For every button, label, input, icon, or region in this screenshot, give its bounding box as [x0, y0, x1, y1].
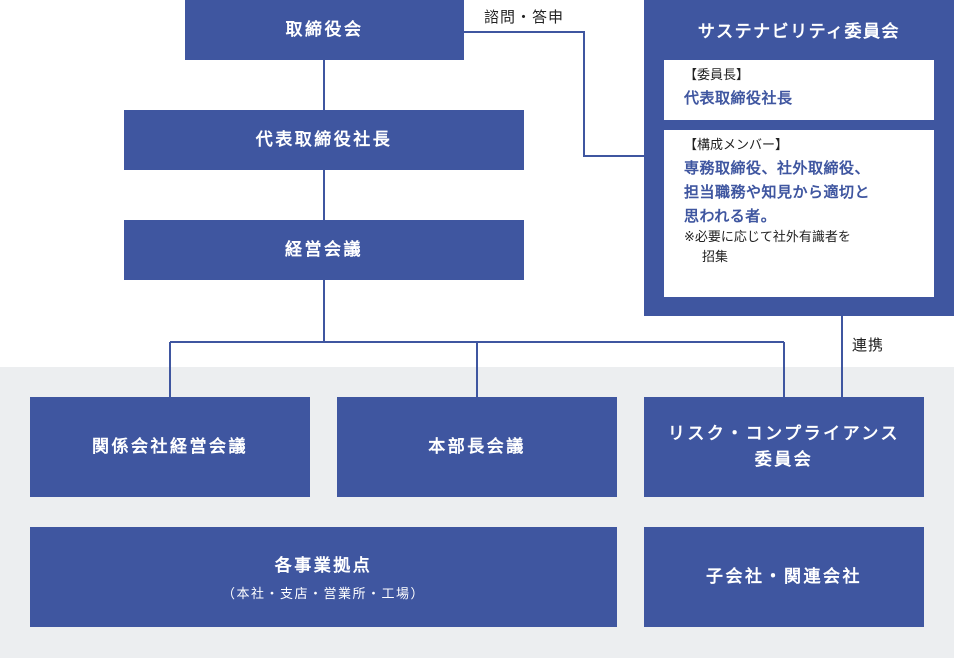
business-sites-sublabel: （本社・支店・営業所・工場） — [221, 586, 425, 602]
members-line-3: 思われる者。 — [684, 207, 777, 225]
members-heading: 【構成メンバー】 — [684, 138, 789, 153]
board-of-directors-box: 取締役会 — [185, 0, 464, 60]
management-meeting-box: 経営会議 — [124, 220, 524, 280]
affiliate-meeting-box: 関係会社経営会議 — [30, 397, 310, 497]
board-of-directors-label: 取締役会 — [285, 20, 364, 40]
members-line-2: 担当職務や知見から適切と — [684, 183, 871, 201]
risk-compliance-label-line-2: 委員会 — [754, 450, 814, 470]
consult-line — [464, 31, 644, 157]
sustainability-committee-title: サステナビリティ委員会 — [697, 22, 901, 42]
business-sites-box: 各事業拠点 （本社・支店・営業所・工場） — [30, 527, 617, 627]
division-heads-meeting-box: 本部長会議 — [337, 397, 617, 497]
chair-name: 代表取締役社長 — [684, 89, 793, 107]
affiliate-meeting-label: 関係会社経営会議 — [92, 437, 248, 457]
subsidiaries-box: 子会社・関連会社 — [644, 527, 924, 627]
president-box: 代表取締役社長 — [124, 110, 524, 170]
members-note-line-2: 招集 — [702, 250, 729, 265]
chair-heading: 【委員長】 — [684, 68, 750, 83]
division-heads-meeting-label: 本部長会議 — [428, 437, 526, 457]
sustainability-committee-box: サステナビリティ委員会 【委員長】 代表取締役社長 【構成メンバー】 専務取締役… — [644, 0, 954, 316]
members-panel: 【構成メンバー】 専務取締役、社外取締役、 担当職務や知見から適切と 思われる者… — [664, 130, 934, 297]
members-line-1: 専務取締役、社外取締役、 — [684, 159, 871, 177]
members-note-line-1: ※必要に応じて社外有識者を — [684, 230, 851, 245]
liaison-label: 連携 — [852, 336, 885, 354]
chair-panel: 【委員長】 代表取締役社長 — [664, 60, 934, 120]
risk-compliance-committee-box: リスク・コンプライアンス 委員会 — [644, 397, 924, 497]
management-meeting-label: 経営会議 — [285, 240, 363, 260]
business-sites-label: 各事業拠点 — [274, 555, 373, 576]
consult-label: 諮問・答申 — [484, 8, 565, 26]
risk-compliance-label-line-1: リスク・コンプライアンス — [667, 424, 901, 444]
president-label: 代表取締役社長 — [255, 130, 393, 150]
subsidiaries-label: 子会社・関連会社 — [706, 567, 862, 587]
